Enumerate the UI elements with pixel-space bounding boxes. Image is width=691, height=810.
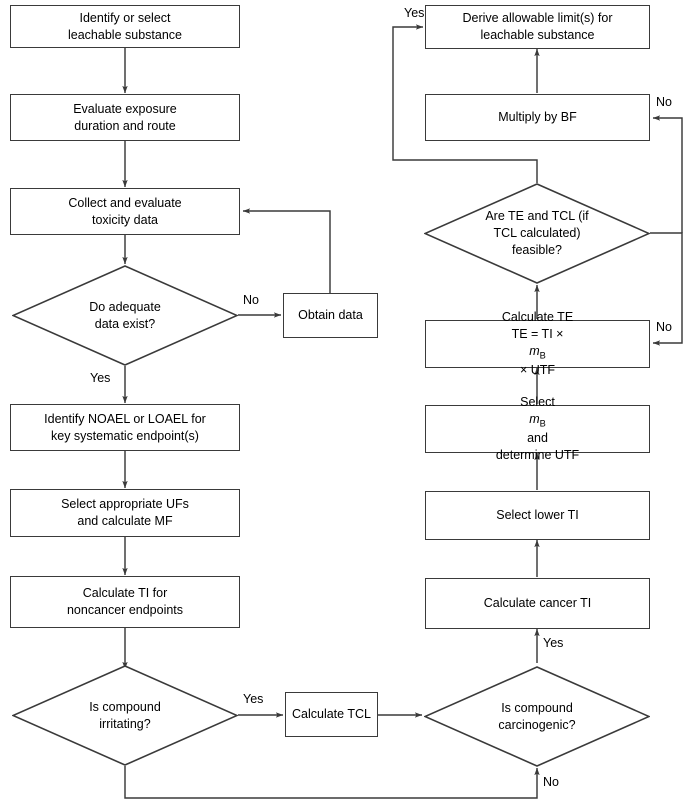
node-calculate-tcl-line1: Calculate TCL xyxy=(292,707,371,722)
node-derive-limits[interactable]: Derive allowable limit(s) for leachable … xyxy=(425,5,650,49)
node-select-mb-line1: Select mB and xyxy=(496,394,579,447)
te-formula-sub: B xyxy=(539,350,546,361)
edge-label-calculate-te-no: No xyxy=(656,320,672,334)
select-mb-sub: B xyxy=(539,418,546,429)
node-calculate-te-formula: TE = TI × mB × UTF xyxy=(502,326,573,379)
select-mb-pre: Select xyxy=(520,395,555,410)
node-te-tcl-feasible-line1: Are TE and TCL (if xyxy=(485,209,589,224)
node-obtain-data[interactable]: Obtain data xyxy=(283,293,378,338)
edge-label-adequate-no: No xyxy=(243,293,259,307)
te-formula-pre: TE = TI × xyxy=(511,327,564,342)
node-derive-limits-line1: Derive allowable limit(s) for xyxy=(462,11,613,26)
node-evaluate-exposure-line2: duration and route xyxy=(74,118,176,133)
node-identify-noael-line1: Identify NOAEL or LOAEL for xyxy=(44,411,206,426)
node-derive-limits-line2: leachable substance xyxy=(480,28,595,42)
edge-label-carcinogenic-no: No xyxy=(543,775,559,789)
node-identify-noael[interactable]: Identify NOAEL or LOAEL for key systemat… xyxy=(10,404,240,451)
edge-label-feasible-no: No xyxy=(656,95,672,109)
node-is-carcinogenic[interactable]: Is compound carcinogenic? xyxy=(424,666,650,767)
node-calculate-te-line1: Calculate TE xyxy=(501,310,574,325)
node-is-carcinogenic-line2: carcinogenic? xyxy=(498,717,576,732)
node-te-tcl-feasible-line3: feasible? xyxy=(511,242,563,257)
is-carcinogenic-diamond xyxy=(424,666,650,767)
adequate-data-diamond xyxy=(12,265,238,366)
node-calculate-ti-line2: noncancer endpoints xyxy=(66,603,184,617)
node-identify-substance[interactable]: Identify or select leachable substance xyxy=(10,5,240,48)
edge-label-adequate-yes: Yes xyxy=(90,371,111,385)
is-irritating-diamond xyxy=(12,665,238,766)
node-collect-toxicity-line1: Collect and evaluate xyxy=(68,195,182,210)
node-identify-substance-line1: Identify or select xyxy=(79,10,171,25)
node-select-lower-ti[interactable]: Select lower TI xyxy=(425,491,650,540)
node-calculate-tcl[interactable]: Calculate TCL xyxy=(285,692,378,737)
node-evaluate-exposure[interactable]: Evaluate exposure duration and route xyxy=(10,94,240,141)
edge-label-carcinogenic-yes: Yes xyxy=(543,636,564,650)
node-identify-noael-line2: key systematic endpoint(s) xyxy=(51,428,199,443)
node-select-mb-line2: determine UTF xyxy=(495,447,580,462)
node-collect-toxicity-line2: toxicity data xyxy=(91,212,158,227)
node-calculate-ti[interactable]: Calculate TI for noncancer endpoints xyxy=(10,576,240,628)
node-adequate-data-line1: Do adequate xyxy=(89,299,161,314)
node-adequate-data-line2: data exist? xyxy=(94,316,156,331)
node-calculate-te[interactable]: Calculate TE TE = TI × mB × UTF xyxy=(425,310,650,377)
node-evaluate-exposure-line1: Evaluate exposure xyxy=(73,101,177,116)
node-is-irritating-line1: Is compound xyxy=(89,699,161,714)
node-select-ufs-line1: Select appropriate UFs xyxy=(61,497,189,512)
node-adequate-data[interactable]: Do adequate data exist? xyxy=(12,265,238,366)
node-is-irritating-line2: irritating? xyxy=(99,716,151,731)
node-select-lower-ti-line1: Select lower TI xyxy=(496,508,579,523)
edge-no-into-multiply xyxy=(652,115,683,233)
select-mb-var: m xyxy=(529,412,540,427)
edge-label-irritating-yes: Yes xyxy=(243,692,264,706)
node-is-carcinogenic-line1: Is compound xyxy=(501,700,573,715)
edge-label-feasible-yes: Yes xyxy=(404,6,425,20)
edge-obtain-back-to-collect xyxy=(242,208,331,293)
node-select-mb[interactable]: Select mB and determine UTF xyxy=(425,395,650,462)
node-calculate-cancer-ti[interactable]: Calculate cancer TI xyxy=(425,578,650,629)
te-formula-var: m xyxy=(529,343,540,358)
node-multiply-bf[interactable]: Multiply by BF xyxy=(425,94,650,141)
node-obtain-data-line1: Obtain data xyxy=(298,308,363,323)
node-is-irritating[interactable]: Is compound irritating? xyxy=(12,665,238,766)
node-collect-toxicity[interactable]: Collect and evaluate toxicity data xyxy=(10,188,240,235)
node-select-ufs[interactable]: Select appropriate UFs and calculate MF xyxy=(10,489,240,537)
node-calculate-cancer-ti-line1: Calculate cancer TI xyxy=(483,596,592,611)
node-te-tcl-feasible-line2: TCL calculated) xyxy=(493,226,581,241)
edge-irritating-no-to-carcinogenic xyxy=(124,766,540,799)
node-te-tcl-feasible[interactable]: Are TE and TCL (if TCL calculated) feasi… xyxy=(424,183,650,284)
node-multiply-bf-line1: Multiply by BF xyxy=(498,110,577,125)
node-select-ufs-line2: and calculate MF xyxy=(77,514,173,528)
node-identify-substance-line2: leachable substance xyxy=(68,27,182,42)
select-mb-post: and xyxy=(527,431,548,446)
node-calculate-ti-line1: Calculate TI for xyxy=(82,586,168,601)
te-tcl-feasible-diamond xyxy=(424,183,650,284)
te-formula-post: × UTF xyxy=(519,362,556,377)
